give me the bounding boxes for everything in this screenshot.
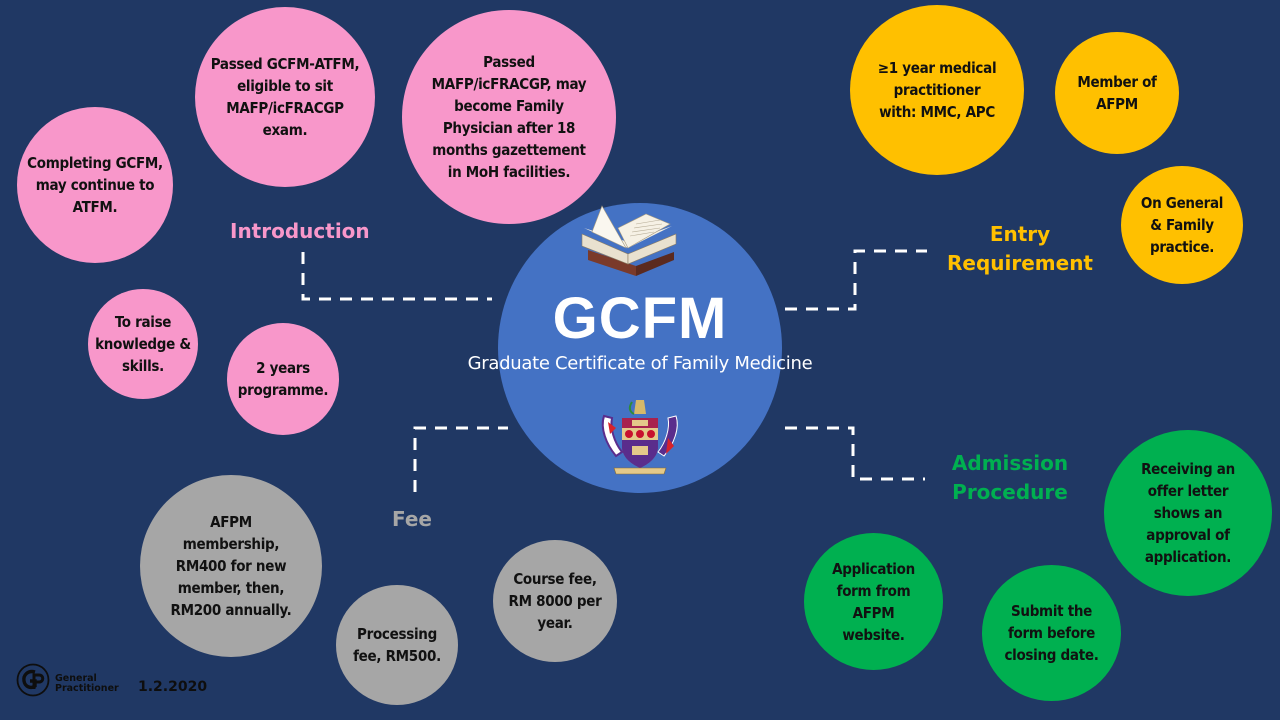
intro-item-circle: Passed MAFP/icFRACGP, may become Family … — [402, 10, 616, 224]
intro-item-text: Passed MAFP/icFRACGP, may become Family … — [431, 53, 587, 181]
fee-item-text: Processing fee, RM500. — [353, 625, 441, 665]
footer-brand-line1: General — [55, 673, 97, 684]
admission-item-circle: Receiving an offer letter shows an appro… — [1104, 430, 1272, 596]
open-book-icon — [581, 205, 677, 276]
fee-item-circle: AFPM membership, RM400 for new member, t… — [140, 475, 322, 657]
gp-logo-icon — [16, 663, 50, 697]
connector-fee — [413, 426, 508, 492]
admission-item-text: Application form from AFPM website. — [832, 559, 915, 644]
connector-entry — [785, 249, 927, 311]
intro-item-circle: 2 years programme. — [227, 323, 339, 435]
entry-item-circle: ≥1 year medical practitioner with: MMC, … — [850, 5, 1024, 175]
connector-admission — [785, 426, 925, 481]
section-label-fee: Fee — [392, 507, 432, 531]
intro-item-text: To raise knowledge & skills. — [95, 313, 191, 375]
fee-item-text: AFPM membership, RM400 for new member, t… — [170, 513, 292, 619]
admission-item-circle: Submit the form before closing date. — [982, 565, 1121, 701]
academy-crest-icon — [601, 400, 678, 475]
entry-item-text: ≥1 year medical practitioner with: MMC, … — [877, 59, 997, 121]
admission-item-text: Receiving an offer letter shows an appro… — [1141, 460, 1235, 566]
admission-item-circle: Application form from AFPM website. — [804, 533, 943, 670]
fee-item-circle: Course fee, RM 8000 per year. — [493, 540, 617, 662]
entry-item-circle: On General & Family practice. — [1121, 166, 1243, 284]
fee-item-circle: Processing fee, RM500. — [336, 585, 458, 705]
intro-item-circle: Passed GCFM-ATFM, eligible to sit MAFP/i… — [195, 7, 375, 187]
intro-item-circle: Completing GCFM, may continue to ATFM. — [17, 107, 173, 263]
intro-item-circle: To raise knowledge & skills. — [88, 289, 198, 399]
section-label-entry-requirement: Entry Requirement — [946, 222, 1093, 275]
gcfm-title: GCFM — [552, 286, 728, 351]
gcfm-subtitle: Graduate Certificate of Family Medicine — [467, 353, 813, 374]
entry-item-text: On General & Family practice. — [1140, 194, 1224, 256]
footer-brand: General Practitioner — [55, 674, 119, 694]
entry-item-text: Member of AFPM — [1077, 73, 1157, 113]
intro-item-text: 2 years programme. — [237, 359, 329, 399]
connector-introduction — [301, 252, 492, 301]
intro-item-text: Passed GCFM-ATFM, eligible to sit MAFP/i… — [210, 55, 360, 139]
intro-item-text: Completing GCFM, may continue to ATFM. — [27, 154, 163, 216]
admission-item-text: Submit the form before closing date. — [1004, 602, 1099, 664]
fee-item-text: Course fee, RM 8000 per year. — [508, 570, 602, 632]
footer-date: 1.2.2020 — [138, 679, 208, 695]
footer-brand-line2: Practitioner — [55, 683, 119, 694]
section-label-admission-procedure: Admission Procedure — [951, 451, 1069, 504]
entry-item-circle: Member of AFPM — [1055, 32, 1179, 154]
section-label-introduction: Introduction — [230, 219, 370, 243]
